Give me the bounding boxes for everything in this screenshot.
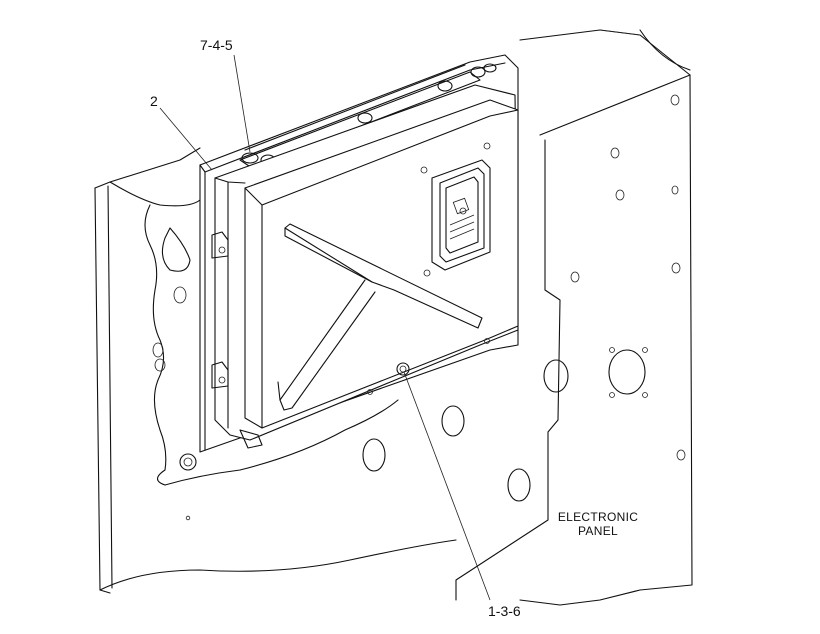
face-hole	[483, 142, 491, 150]
ecm-connector	[431, 159, 491, 271]
leader-lines	[159, 54, 491, 601]
frame-bolt	[179, 453, 197, 471]
bottom-bolt	[396, 362, 410, 376]
callout-2: 2	[150, 93, 158, 109]
x-rib	[277, 223, 483, 411]
leader-7-4-5	[233, 54, 251, 153]
panel-round-cutout	[608, 347, 648, 398]
panel-label-line1: ELECTRONIC	[558, 510, 638, 524]
face-hole	[484, 338, 490, 344]
panel-hole	[543, 359, 569, 393]
face-hole	[367, 389, 373, 395]
panel-hole	[507, 468, 531, 502]
panel-holes	[570, 94, 686, 461]
callout-7-4-5: 7-4-5	[200, 37, 233, 53]
panel-hole	[362, 438, 386, 472]
top-bolts	[241, 63, 497, 166]
panel-label-line2: PANEL	[578, 524, 618, 538]
side-tabs	[211, 231, 263, 449]
electronic-panel	[362, 29, 693, 606]
face-hole	[423, 269, 431, 277]
face-hole	[420, 166, 428, 174]
panel-hole	[441, 405, 465, 437]
mounting-frame	[94, 147, 457, 594]
leader-1-3-6	[403, 371, 491, 601]
leader-2	[159, 107, 213, 171]
callout-1-3-6: 1-3-6	[488, 603, 521, 619]
